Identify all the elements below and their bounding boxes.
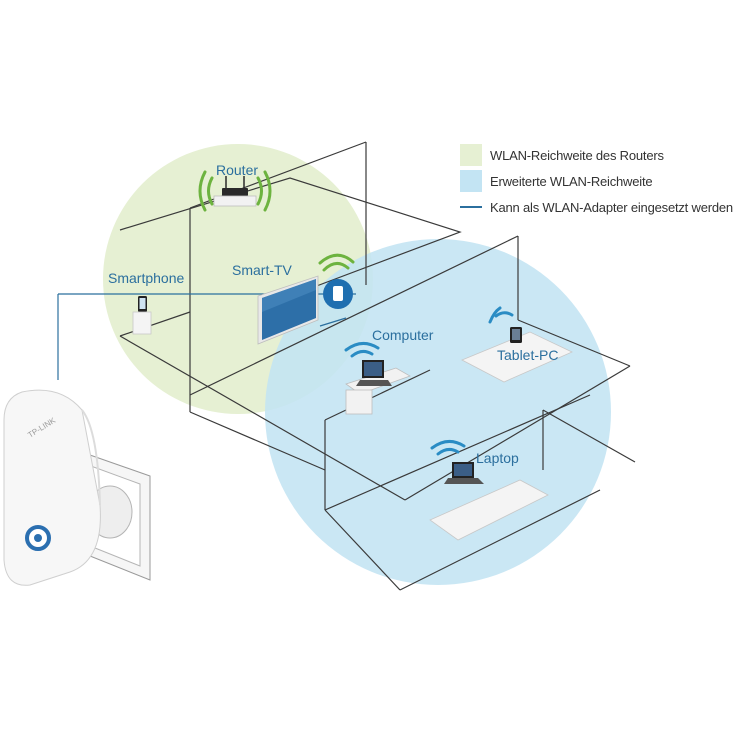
legend-adapter: Kann als WLAN-Adapter eingesetzt werden xyxy=(460,194,736,220)
building-outline xyxy=(119,141,636,591)
extended-range-swatch xyxy=(460,170,482,192)
legend: WLAN-Reichweite des Routers Erweiterte W… xyxy=(460,142,736,220)
smartphone-device xyxy=(132,296,152,335)
computer-wifi-icon xyxy=(344,342,380,358)
legend-router-range: WLAN-Reichweite des Routers xyxy=(460,142,736,168)
router-device xyxy=(213,176,257,207)
adapter-line-swatch xyxy=(460,206,482,208)
smart-tv-device xyxy=(257,275,319,345)
laptop-device xyxy=(429,462,549,541)
computer-device xyxy=(345,360,411,415)
router-wifi-icon xyxy=(198,170,272,212)
legend-adapter-text: Kann als WLAN-Adapter eingesetzt werden xyxy=(490,199,733,215)
tablet-wifi-icon xyxy=(488,306,514,324)
router-range-swatch xyxy=(460,144,482,166)
laptop-wifi-icon xyxy=(430,440,466,456)
range-extender-device: TP-LINK xyxy=(3,389,101,586)
laptop-label: Laptop xyxy=(476,450,519,466)
router-label: Router xyxy=(216,162,259,178)
smart-tv-label: Smart-TV xyxy=(232,262,292,278)
smart-tv-adapter xyxy=(323,279,353,309)
tablet-device xyxy=(461,327,573,383)
smartphone-label: Smartphone xyxy=(108,270,185,286)
legend-extended-range-text: Erweiterte WLAN-Reichweite xyxy=(490,173,653,189)
legend-extended-range: Erweiterte WLAN-Reichweite xyxy=(460,168,736,194)
legend-router-range-text: WLAN-Reichweite des Routers xyxy=(490,147,664,163)
smart-tv-wifi-icon xyxy=(318,253,355,272)
tablet-label: Tablet-PC xyxy=(497,347,559,363)
computer-label: Computer xyxy=(372,327,434,343)
